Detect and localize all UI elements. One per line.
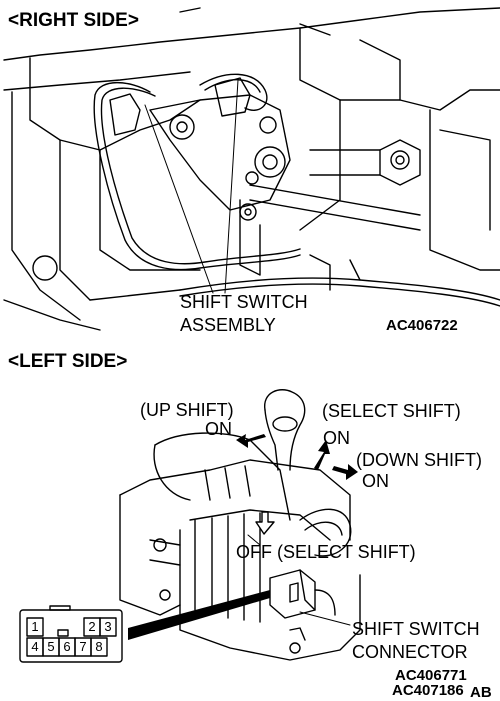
down-shift-label-line1: (DOWN SHIFT) bbox=[356, 450, 482, 470]
connector-pin-number: 6 bbox=[63, 639, 71, 654]
connector-pin-number: 7 bbox=[79, 639, 87, 654]
select-shift-label-line2: ON bbox=[323, 428, 350, 448]
connector-pin-number: 5 bbox=[47, 639, 55, 654]
connector-pin-number: 3 bbox=[104, 619, 112, 634]
right-side-illustration bbox=[3, 7, 500, 331]
connector-pin-number: 2 bbox=[88, 619, 96, 634]
connector-pin-number: 1 bbox=[31, 619, 39, 634]
select-shift-label-line1: (SELECT SHIFT) bbox=[322, 401, 461, 421]
right-side-figure-code: AC406722 bbox=[386, 317, 458, 334]
left-side-figure-code-suffix: AB bbox=[470, 684, 492, 701]
left-side-illustration bbox=[119, 389, 361, 661]
connector-pin-number: 8 bbox=[95, 639, 103, 654]
left-side-figure-code-1: AC406771 bbox=[395, 667, 467, 684]
shift-switch-connector-label-line1: SHIFT SWITCH bbox=[352, 619, 480, 639]
left-side-figure-code-2: AC407186 bbox=[392, 682, 464, 699]
connector-pin-diagram bbox=[19, 605, 123, 663]
up-shift-label-line1: (UP SHIFT) bbox=[140, 400, 234, 420]
right-side-heading: <RIGHT SIDE> bbox=[8, 10, 139, 31]
off-select-shift-label: OFF (SELECT SHIFT) bbox=[236, 542, 416, 562]
shift-switch-assembly-label-line1: SHIFT SWITCH bbox=[180, 292, 308, 312]
connector-pin-number: 4 bbox=[31, 639, 39, 654]
shift-switch-assembly-label-line2: ASSEMBLY bbox=[180, 315, 276, 335]
down-shift-label-line2: ON bbox=[362, 471, 389, 491]
shift-switch-connector-label-line2: CONNECTOR bbox=[352, 642, 468, 662]
up-shift-label-line2: ON bbox=[205, 419, 232, 439]
left-side-heading: <LEFT SIDE> bbox=[8, 351, 128, 372]
